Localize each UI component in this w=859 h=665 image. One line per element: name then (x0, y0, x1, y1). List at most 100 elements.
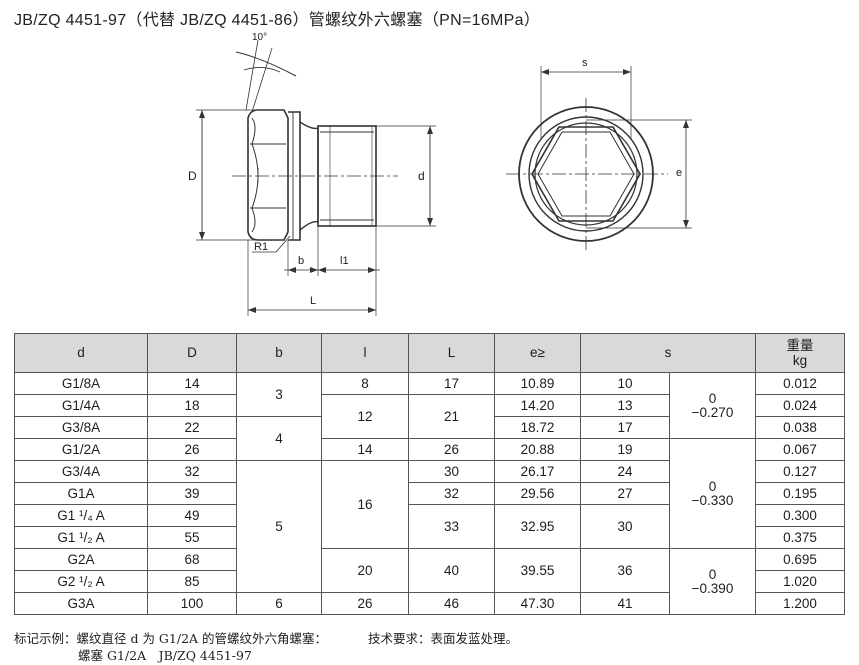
cell-d: G1A (14, 482, 148, 505)
cell-l: 16 (321, 460, 409, 549)
cell-L: 21 (408, 394, 495, 439)
cell-L: 46 (408, 592, 495, 615)
cell-D: 39 (147, 482, 237, 505)
cell-s: 36 (580, 548, 670, 593)
cell-s: 17 (580, 416, 670, 439)
cell-b: 5 (236, 460, 322, 593)
cell-e: 39.55 (494, 548, 581, 593)
cell-l: 8 (321, 372, 409, 395)
dim-s-label: s (582, 57, 588, 69)
cell-s-tolerance: 0−0.330 (669, 438, 756, 549)
cell-s-tolerance: 0−0.390 (669, 548, 756, 615)
cell-D: 68 (147, 548, 237, 571)
header-D: D (147, 333, 237, 373)
technical-drawing: 10° D d R1 b l1 L s e (188, 32, 692, 316)
cell-weight: 0.127 (755, 460, 845, 483)
cell-l: 14 (321, 438, 409, 461)
cell-L: 30 (408, 460, 495, 483)
cell-D: 18 (147, 394, 237, 417)
cell-e: 14.20 (494, 394, 581, 417)
cell-b: 6 (236, 592, 322, 615)
cell-d: G3/4A (14, 460, 148, 483)
cell-d: G1/2A (14, 438, 148, 461)
dim-D-label: D (188, 169, 197, 183)
dim-e-label: e (676, 167, 682, 179)
cell-d: G1 ¹/₂ A (14, 526, 148, 549)
cell-e: 10.89 (494, 372, 581, 395)
table-row: G3A 100 6 26 46 47.30 41 1.200 (14, 592, 845, 615)
header-b: b (236, 333, 322, 373)
cell-d: G2A (14, 548, 148, 571)
cell-d: G2 ¹/₂ A (14, 570, 148, 593)
cell-d: G1/8A (14, 372, 148, 395)
dim-L-label: L (310, 295, 316, 307)
cell-L: 33 (408, 504, 495, 549)
table-row: G3/4A 32 5 16 30 26.17 24 0.127 (14, 460, 845, 593)
page-title: JB/ZQ 4451-97（代替 JB/ZQ 4451-86）管螺纹外六螺塞（P… (14, 12, 541, 29)
cell-d: G3/8A (14, 416, 148, 439)
header-L: L (408, 333, 495, 373)
table-row: G1/8A 14 3 8 17 10.89 10 0−0.270 0.012 (14, 372, 845, 439)
cell-weight: 0.195 (755, 482, 845, 505)
cell-weight: 0.695 (755, 548, 845, 571)
cell-weight: 1.020 (755, 570, 845, 593)
cell-l: 26 (321, 592, 409, 615)
cell-D: 26 (147, 438, 237, 461)
cell-weight: 0.375 (755, 526, 845, 549)
cell-D: 14 (147, 372, 237, 395)
cell-d: G1/4A (14, 394, 148, 417)
cell-D: 22 (147, 416, 237, 439)
cell-s: 13 (580, 394, 670, 417)
table-row: G2A 68 20 40 39.55 36 0−0.390 0.695 (14, 548, 845, 615)
cell-L: 32 (408, 482, 495, 505)
cell-b: 3 (236, 372, 322, 417)
dim-l1-label: l1 (340, 255, 349, 267)
dim-b-label: b (298, 255, 304, 267)
cell-e: 26.17 (494, 460, 581, 483)
cell-s: 24 (580, 460, 670, 483)
cell-l: 20 (321, 548, 409, 593)
cell-weight: 0.024 (755, 394, 845, 417)
cell-e: 47.30 (494, 592, 581, 615)
cell-D: 85 (147, 570, 237, 593)
cell-e: 20.88 (494, 438, 581, 461)
cell-weight: 0.067 (755, 438, 845, 461)
technical-requirement: 技术要求：表面发蓝处理。 (368, 631, 519, 646)
angle-label: 10° (252, 32, 267, 43)
cell-D: 32 (147, 460, 237, 483)
cell-d: G3A (14, 592, 148, 615)
cell-weight: 0.038 (755, 416, 845, 439)
cell-s: 30 (580, 504, 670, 549)
cell-weight: 0.300 (755, 504, 845, 527)
dim-d-label: d (418, 169, 425, 183)
cell-b: 4 (236, 416, 322, 461)
marking-example-label: 标记示例：螺纹直径 d 为 G1/2A 的管螺纹外六角螺塞： (14, 631, 328, 646)
cell-e: 29.56 (494, 482, 581, 505)
cell-weight: 0.012 (755, 372, 845, 395)
header-e: e≥ (494, 333, 581, 373)
cell-d: G1 ¹/₄ A (14, 504, 148, 527)
cell-weight: 1.200 (755, 592, 845, 615)
cell-D: 55 (147, 526, 237, 549)
cell-s: 19 (580, 438, 670, 461)
header-s: s (580, 333, 756, 373)
table-row: G1/2A 26 14 26 20.88 19 0−0.330 0.067 (14, 438, 845, 549)
header-l: l (321, 333, 409, 373)
cell-L: 17 (408, 372, 495, 395)
cell-L: 40 (408, 548, 495, 593)
cell-s: 41 (580, 592, 670, 615)
cell-s-tolerance: 0−0.270 (669, 372, 756, 439)
cell-D: 49 (147, 504, 237, 527)
dim-R1-label: R1 (254, 241, 268, 253)
cell-l: 12 (321, 394, 409, 439)
cell-e: 18.72 (494, 416, 581, 439)
table-row: G1 ¹/₂ A 55 0.375 (14, 526, 845, 549)
cell-L: 26 (408, 438, 495, 461)
cell-s: 10 (580, 372, 670, 395)
header-d: d (14, 333, 148, 373)
cell-D: 100 (147, 592, 237, 615)
cell-s: 27 (580, 482, 670, 505)
